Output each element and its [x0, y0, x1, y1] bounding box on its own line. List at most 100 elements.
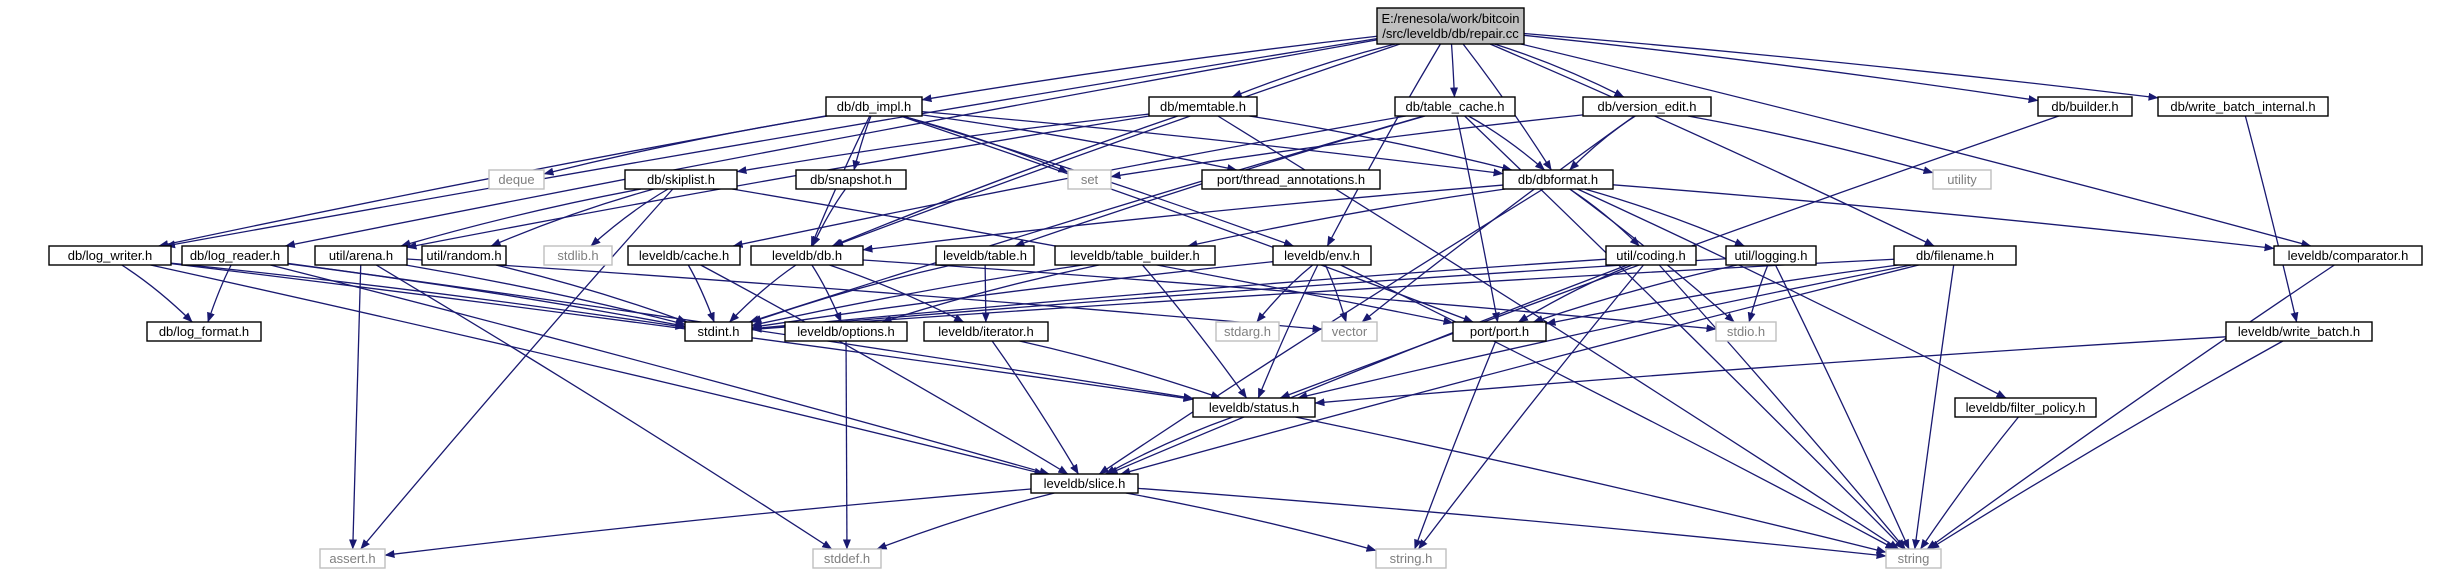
node-log_format-box	[146, 321, 262, 342]
node-string-label-0: string	[1898, 551, 1930, 566]
edge-coding-to-string	[1658, 264, 1906, 550]
edge-root-to-filename	[1489, 43, 1935, 247]
node-root-label-0: E:/renesola/work/bitcoin	[1381, 11, 1519, 26]
edge-db-to-iterator	[829, 264, 965, 323]
node-filename-label-0: db/filename.h	[1916, 248, 1994, 263]
node-builder[interactable]: db/builder.h	[2037, 96, 2133, 117]
node-table_cache-label-0: db/table_cache.h	[1405, 99, 1504, 114]
node-status[interactable]: leveldb/status.h	[1192, 397, 1316, 418]
node-arena-label-0: util/arena.h	[329, 248, 393, 263]
node-skiplist[interactable]: db/skiplist.h	[624, 169, 738, 190]
node-write_batch[interactable]: leveldb/write_batch.h	[2225, 321, 2373, 342]
node-db_impl-box	[825, 96, 923, 117]
node-coding[interactable]: util/coding.h	[1605, 245, 1697, 266]
edge-comparator-to-string	[1926, 264, 2335, 550]
node-memtable[interactable]: db/memtable.h	[1148, 96, 1258, 117]
node-comparator[interactable]: leveldb/comparator.h	[2273, 245, 2423, 266]
edge-db-to-stdio	[862, 259, 1717, 333]
edge-iterator-to-status	[1019, 340, 1221, 399]
node-vector-label-0: vector	[1332, 324, 1368, 339]
node-dbformat-label-0: db/dbformat.h	[1518, 172, 1598, 187]
edge-filename-to-stdint	[751, 258, 1895, 333]
edge-status-to-string	[1295, 416, 1887, 554]
node-string_h-label-0: string.h	[1390, 551, 1433, 566]
edge-db_impl-to-deque	[543, 115, 828, 176]
node-vector: vector	[1321, 321, 1378, 342]
node-slice[interactable]: leveldb/slice.h	[1030, 473, 1139, 494]
node-cache[interactable]: leveldb/cache.h	[627, 245, 741, 266]
node-table-label-0: leveldb/table.h	[943, 248, 1027, 263]
node-options[interactable]: leveldb/options.h	[784, 321, 908, 342]
edge-dbformat-to-logging	[1584, 188, 1745, 247]
edge-filename-to-port	[1545, 264, 1899, 326]
node-db_impl[interactable]: db/db_impl.h	[825, 96, 923, 117]
node-arena[interactable]: util/arena.h	[314, 245, 408, 266]
edge-table_builder-to-stdint	[751, 264, 1084, 328]
node-root-box	[1376, 7, 1525, 45]
node-iterator-label-0: leveldb/iterator.h	[938, 324, 1033, 339]
node-table_cache[interactable]: db/table_cache.h	[1394, 96, 1516, 117]
edge-version_edit-to-utility	[1687, 115, 1934, 175]
edge-write_batch_internal-to-write_batch	[2244, 115, 2299, 323]
node-skiplist-label-0: db/skiplist.h	[647, 172, 715, 187]
node-port[interactable]: port/port.h	[1452, 321, 1547, 342]
edge-root-to-version_edit	[1494, 43, 1625, 98]
node-version_edit-label-0: db/version_edit.h	[1597, 99, 1696, 114]
edge-log_writer-to-slice	[150, 264, 1045, 476]
node-thread_annotations[interactable]: port/thread_annotations.h	[1201, 169, 1381, 190]
edge-filename-to-status	[1297, 264, 1912, 400]
node-db[interactable]: leveldb/db.h	[750, 245, 864, 266]
node-dbformat[interactable]: db/dbformat.h	[1502, 169, 1614, 190]
edge-log_reader-to-log_format	[207, 264, 232, 323]
node-env[interactable]: leveldb/env.h	[1272, 245, 1372, 266]
edge-db_impl-to-thread_annotations	[921, 114, 1238, 172]
node-random[interactable]: util/random.h	[421, 245, 507, 266]
edge-logging-to-string	[1774, 264, 1910, 550]
node-version_edit[interactable]: db/version_edit.h	[1582, 96, 1712, 117]
node-log_writer[interactable]: db/log_writer.h	[48, 245, 172, 266]
node-filename[interactable]: db/filename.h	[1893, 245, 2017, 266]
node-write_batch_internal[interactable]: db/write_batch_internal.h	[2157, 96, 2329, 117]
edge-random-to-stdint	[495, 264, 688, 323]
node-iterator-box	[923, 321, 1049, 342]
edge-root-to-memtable	[1231, 43, 1396, 98]
node-write_batch-label-0: leveldb/write_batch.h	[2238, 324, 2360, 339]
node-cache-label-0: leveldb/cache.h	[639, 248, 729, 263]
node-snapshot-box	[795, 169, 907, 190]
edge-arena-to-vector	[406, 258, 1323, 333]
node-log_format[interactable]: db/log_format.h	[146, 321, 262, 342]
node-thread_annotations-box	[1201, 169, 1381, 190]
node-table[interactable]: leveldb/table.h	[935, 245, 1035, 266]
node-iterator[interactable]: leveldb/iterator.h	[923, 321, 1049, 342]
edge-root-to-env	[1326, 43, 1441, 247]
node-deque-label-0: deque	[498, 172, 534, 187]
node-string: string	[1885, 548, 1942, 569]
edge-table_cache-to-port	[1456, 115, 1500, 323]
node-utility-label-0: utility	[1947, 172, 1977, 187]
node-vector-box	[1321, 321, 1378, 342]
node-root[interactable]: E:/renesola/work/bitcoin/src/leveldb/db/…	[1376, 7, 1525, 45]
edge-arena-to-stdint	[405, 264, 686, 326]
node-filter_policy-box	[1954, 397, 2097, 418]
node-string-box	[1885, 548, 1942, 569]
edge-memtable-to-skiplist	[736, 113, 1150, 175]
node-port-box	[1452, 321, 1547, 342]
node-filter_policy[interactable]: leveldb/filter_policy.h	[1954, 397, 2097, 418]
node-snapshot[interactable]: db/snapshot.h	[795, 169, 907, 190]
edge-root-to-table_cache	[1450, 43, 1459, 98]
node-utility: utility	[1932, 169, 1992, 190]
node-write_batch_internal-label-0: db/write_batch_internal.h	[2170, 99, 2315, 114]
edge-slice-to-string	[1137, 487, 1887, 559]
node-logging[interactable]: util/logging.h	[1725, 245, 1817, 266]
node-set: set	[1067, 169, 1112, 190]
node-deque-box	[488, 169, 545, 190]
edge-skiplist-to-arena	[400, 188, 642, 248]
node-stdint[interactable]: stdint.h	[684, 321, 753, 342]
node-set-box	[1067, 169, 1112, 190]
node-stdint-label-0: stdint.h	[698, 324, 740, 339]
node-table_builder[interactable]: leveldb/table_builder.h	[1054, 245, 1216, 266]
node-logging-box	[1725, 245, 1817, 266]
node-log_reader[interactable]: db/log_reader.h	[181, 245, 289, 266]
node-table_builder-box	[1054, 245, 1216, 266]
